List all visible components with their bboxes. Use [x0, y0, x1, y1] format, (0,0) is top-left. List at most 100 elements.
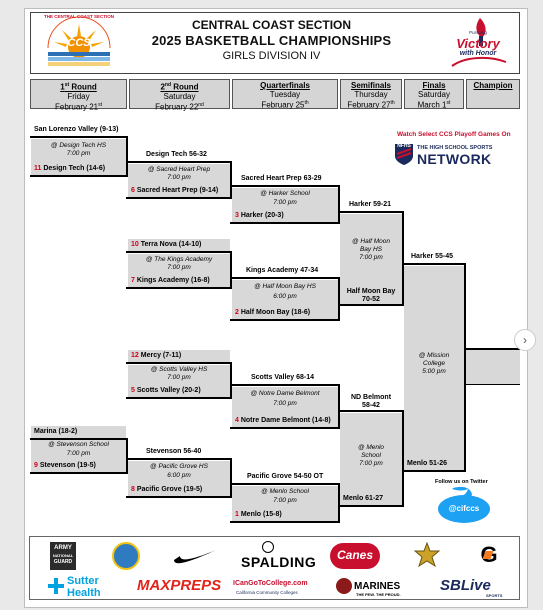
champion-box [466, 350, 520, 384]
line [338, 185, 340, 224]
final-site-line2: College [422, 360, 446, 367]
nfhs-logo-text: NFHS [397, 143, 411, 149]
qf-m4-time: 7:00 pm [273, 497, 297, 504]
r2-m1-top-team: Design Tech 56-32 [143, 149, 229, 161]
line [30, 472, 128, 474]
canes-logo: Canes [330, 543, 380, 569]
line [126, 197, 232, 199]
sf-m1-site-line1: @ Half Moon [351, 238, 391, 245]
sutter-health-icon [48, 578, 64, 594]
r1-m2-time: 7:00 pm [66, 450, 91, 457]
line [126, 496, 232, 498]
nfhs-small-text: THE HIGH SCHOOL SPORTS [417, 145, 493, 151]
qf-m2-bottom-team: 2 Half Moon Bay (18-6) [232, 307, 338, 319]
army-guard-logo: ARMY NATIONAL GUARD [50, 542, 76, 570]
qf-m1-bottom-team: 3 Harker (20-3) [232, 210, 338, 222]
line [230, 161, 232, 199]
sponsor-strip [29, 536, 520, 600]
line [126, 287, 232, 289]
line [230, 384, 340, 386]
sf-m2-site-box [340, 413, 402, 493]
header-line3: GIRLS DIVISION IV [222, 50, 321, 62]
line [338, 304, 404, 306]
chevron-right-icon: › [523, 333, 527, 347]
r1-m1-time: 7:00 pm [66, 150, 91, 157]
r2-m2-time: 7:00 pm [167, 264, 191, 271]
sf-m2-time: 7:00 pm [359, 460, 383, 467]
line [30, 175, 128, 177]
ccs-sun-graphic [47, 16, 111, 66]
nfhs-watch-text: Watch Select CCS Playoff Games On [397, 131, 511, 138]
sblive-sub: SPORTS [486, 593, 503, 598]
final-time: 5:00 pm [422, 368, 446, 375]
r1-m2-bottom-team: 9 Stevenson (19-5) [31, 460, 126, 472]
carousel-next-button[interactable]: › [514, 329, 536, 351]
r2-m2-site-box [128, 254, 230, 275]
r1-m1-site-box [31, 139, 126, 163]
line [338, 384, 340, 429]
qf-m3-time: 7:00 pm [273, 400, 297, 407]
qf-m3-top-team: Scotts Valley 68-14 [248, 372, 338, 384]
qf-m1-top-team: Sacred Heart Prep 63-29 [238, 173, 338, 185]
ccs-logo-text: CCS [67, 37, 91, 49]
r2-m4-top-team: Stevenson 56-40 [143, 446, 229, 458]
r1-m1-bottom-team: 11 Design Tech (14-6) [31, 163, 126, 175]
r2-m4-time: 6:00 pm [167, 472, 191, 479]
victory-line1: Pursuing [469, 30, 487, 35]
line [230, 251, 232, 289]
r2-m3-top-team: 12 Mercy (7-11) [128, 350, 230, 362]
r2-m1-bottom-team: 6 Sacred Heart Prep (9-14) [128, 185, 230, 197]
nfhs-big-text: NETWORK [417, 151, 492, 167]
line [338, 410, 404, 412]
spalding-logo: SPALDING [241, 554, 317, 570]
qf-m2-site: @ Half Moon Bay HS [254, 283, 316, 290]
r1-m1-site: @ Design Tech HS [50, 142, 107, 149]
line [338, 505, 404, 507]
basketball-icon [262, 541, 274, 553]
line [30, 438, 128, 440]
twitter-follow-text: Follow us on Twitter [435, 479, 488, 485]
header-line2: 2025 BASKETBALL CHAMPIONSHIPS [151, 33, 392, 48]
qf-m4-site-box [232, 486, 338, 509]
line [230, 427, 340, 429]
qf-m2-top-team: Kings Academy 47-34 [243, 265, 338, 277]
r1-m2-top-team: Marina (18-2) [31, 426, 126, 438]
sf-m1-bottom-line2: 70-52 [340, 295, 402, 304]
qf-m3-site: @ Notre Dame Belmont [250, 390, 320, 397]
college-line2: California Community Colleges [236, 590, 298, 595]
line [338, 483, 340, 523]
r2-m4-site: @ Pacific Grove HS [150, 463, 208, 470]
nike-swoosh-icon [172, 546, 218, 566]
line [126, 136, 128, 177]
sf-m2-site-line2: School [361, 452, 381, 459]
college-line1: ICanGoToCollege.com [233, 580, 308, 587]
sf-m2-top-line1: ND Belmont [340, 393, 402, 402]
final-site-box [404, 266, 464, 458]
torch-icon [451, 18, 507, 67]
victory-line2: Victory [456, 36, 500, 51]
line [230, 222, 340, 224]
r2-m2-top-team: 10 Terra Nova (14-10) [128, 239, 230, 251]
qf-m4-site: @ Menlo School [261, 488, 309, 495]
victory-honor-logo: Pursuing Victory with Honor [446, 16, 510, 68]
ccs-logo-arc-text: THE CENTRAL COAST SECTION [44, 14, 114, 19]
twitter-badge: @cifccs [438, 487, 490, 523]
line [126, 458, 232, 460]
r2-m4-bottom-team: 8 Pacific Grove (19-5) [128, 484, 230, 496]
twitter-handle: @cifccs [448, 504, 480, 513]
final-site-line1: @ Mission [418, 352, 450, 359]
sblive-logo: SBLive [440, 577, 491, 594]
line [230, 521, 340, 523]
final-top-team: Harker 55-45 [408, 251, 464, 263]
twitter-bird-icon [438, 487, 490, 523]
r1-m2-site-box [31, 440, 126, 460]
line [338, 211, 404, 213]
marines-line2: THE FEW. THE PROUD. [356, 592, 401, 597]
r2-m1-site: @ Sacred Heart Prep [147, 166, 211, 173]
line [230, 362, 232, 399]
r2-m2-site: @ The Kings Academy [145, 256, 213, 263]
